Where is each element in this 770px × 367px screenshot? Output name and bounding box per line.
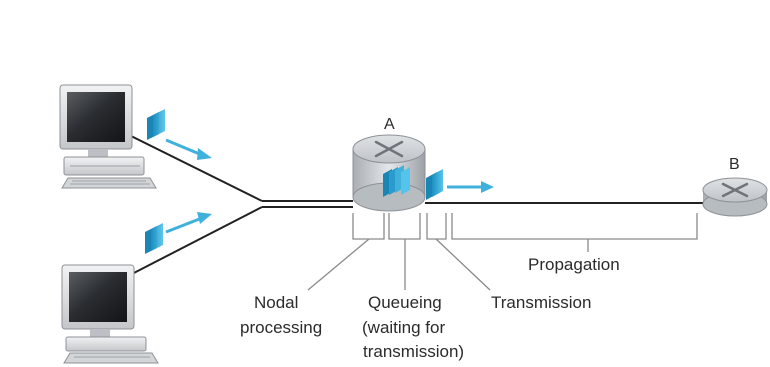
nodal-processing-label-line2: processing bbox=[240, 318, 323, 337]
propagation-bracket bbox=[451, 213, 698, 240]
nodal-bracket bbox=[352, 213, 385, 240]
host-computer-bottom-icon bbox=[61, 264, 159, 364]
queueing-label-line2: (waiting for bbox=[362, 318, 446, 337]
transmission-bracket bbox=[426, 213, 447, 240]
queueing-label-line1: Queueing bbox=[368, 293, 442, 312]
packet-bottom-host-icon bbox=[145, 212, 212, 254]
links bbox=[124, 132, 703, 277]
propagation-label: Propagation bbox=[528, 255, 620, 274]
router-a-label: A bbox=[384, 116, 395, 133]
packet-transmitting-icon bbox=[426, 169, 494, 200]
nodal-leader bbox=[307, 238, 370, 291]
queued-packets-icon bbox=[383, 165, 410, 197]
router-b-label: B bbox=[729, 156, 740, 173]
queueing-bracket bbox=[388, 213, 421, 240]
transmission-label: Transmission bbox=[491, 293, 592, 312]
host-computer-top-icon bbox=[59, 84, 157, 189]
router-b-icon bbox=[702, 177, 768, 217]
queueing-label-line3: transmission) bbox=[363, 342, 465, 361]
delay-brackets bbox=[307, 213, 698, 291]
link-bottom-host bbox=[127, 206, 263, 277]
packet-top-host-icon bbox=[147, 109, 212, 160]
nodal-processing-label-line1: Nodal bbox=[254, 293, 299, 312]
link-top-host bbox=[124, 132, 263, 202]
transmission-leader bbox=[435, 238, 491, 291]
